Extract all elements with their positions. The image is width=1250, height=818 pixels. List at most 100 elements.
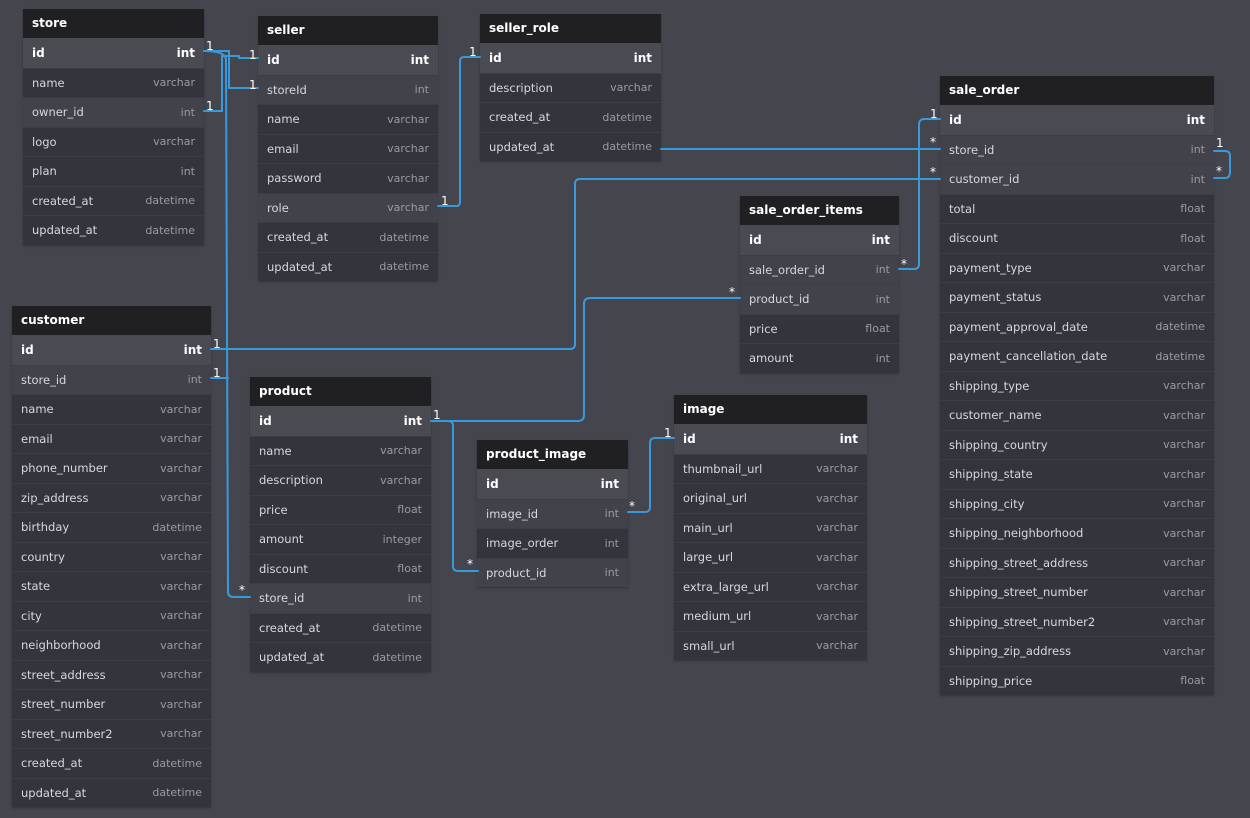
table-title[interactable]: image: [674, 395, 867, 424]
table-title[interactable]: product_image: [477, 440, 628, 469]
table-title[interactable]: sale_order_items: [740, 196, 899, 225]
table-title[interactable]: seller: [258, 16, 438, 45]
table-title[interactable]: product: [250, 377, 431, 406]
table-title[interactable]: seller_role: [480, 14, 661, 43]
table-title[interactable]: customer: [12, 306, 211, 335]
table-title[interactable]: store: [23, 9, 204, 38]
field-type: int: [1190, 143, 1205, 157]
table-title[interactable]: sale_order: [940, 76, 1214, 105]
